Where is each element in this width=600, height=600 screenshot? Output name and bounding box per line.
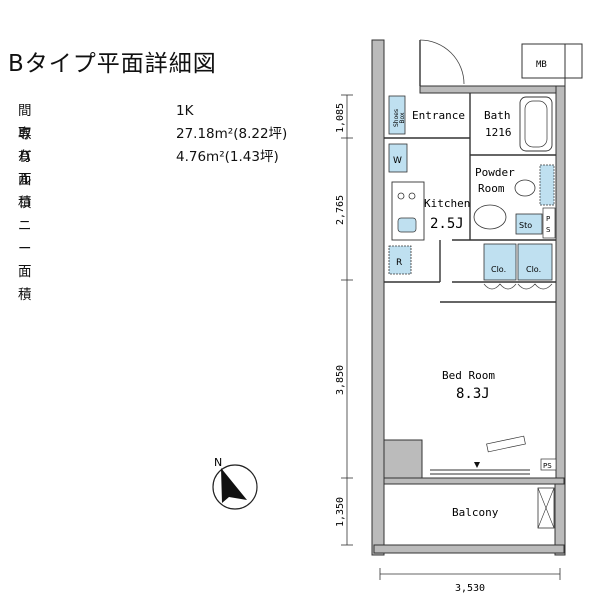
ps-bottom-box	[540, 458, 557, 471]
refrigerator-space	[388, 245, 412, 275]
room-label-bedroom: Bed Room	[442, 369, 495, 382]
closet-1	[483, 243, 517, 281]
room-label-powder-2: Room	[478, 182, 505, 195]
shoes-box	[388, 95, 406, 135]
storage-label: Sto	[519, 221, 532, 230]
ps-label-1: P	[546, 215, 550, 223]
room-label-balcony: Balcony	[452, 506, 499, 519]
room-label-entrance: Entrance	[412, 109, 465, 122]
room-label-powder: Powder	[475, 166, 515, 179]
spec-label: 間取り	[18, 103, 32, 165]
bathtub	[519, 96, 553, 152]
kitchen-sink	[397, 217, 417, 233]
spec-value: 4.76m²(1.43坪)	[176, 149, 279, 165]
spec-label: 専有面積	[18, 126, 32, 211]
closet-2-label: Clo.	[526, 265, 541, 274]
ps-label-2: S	[546, 226, 551, 234]
closet-doors	[483, 283, 553, 290]
spec-value: 27.18m²(8.22坪)	[176, 126, 288, 142]
shoes-box-label-1: Shoes	[393, 109, 400, 127]
closet-2	[517, 243, 553, 281]
shoes-box-label-2: Box	[399, 112, 406, 124]
compass-north-label: N	[214, 456, 222, 469]
room-label-bath: Bath	[484, 109, 511, 122]
compass: N	[212, 456, 258, 510]
room-label-kitchen: Kitchen	[424, 197, 470, 210]
walls	[371, 39, 566, 556]
horizontal-dimension-line	[379, 568, 561, 580]
fridge-label: R	[396, 258, 402, 268]
spec-label: バルコニー面積	[18, 149, 32, 303]
washing-machine	[388, 143, 408, 173]
mb-shaft	[521, 43, 583, 79]
ps-bottom-label: PS	[543, 462, 552, 470]
dimension-label-2765: 2,765	[335, 195, 346, 225]
room-size-bath: 1216	[485, 126, 512, 139]
washbasin	[473, 204, 507, 230]
dimension-label-1350: 1,350	[335, 497, 346, 527]
storage	[515, 213, 543, 235]
dimension-label-3530: 3,530	[455, 583, 485, 594]
dimension-label-3850: 3,850	[335, 365, 346, 395]
interior-walls	[384, 40, 556, 303]
page-title: Bタイプ平面詳細図	[8, 51, 217, 77]
spec-value: 1K	[176, 103, 194, 119]
vertical-dimension-lines	[341, 94, 353, 546]
washer-label: W	[393, 156, 402, 166]
room-size-bedroom: 8.3J	[456, 386, 490, 402]
room-size-kitchen: 2.5J	[430, 216, 464, 232]
mb-label: MB	[536, 60, 547, 70]
toilet-tank	[539, 164, 555, 206]
dimension-label-1085: 1,085	[335, 103, 346, 133]
air-conditioner	[486, 435, 526, 453]
pipe-shaft	[542, 207, 556, 239]
entrance-door-swing	[419, 39, 465, 85]
toilet	[514, 179, 536, 197]
closet-1-label: Clo.	[491, 265, 506, 274]
